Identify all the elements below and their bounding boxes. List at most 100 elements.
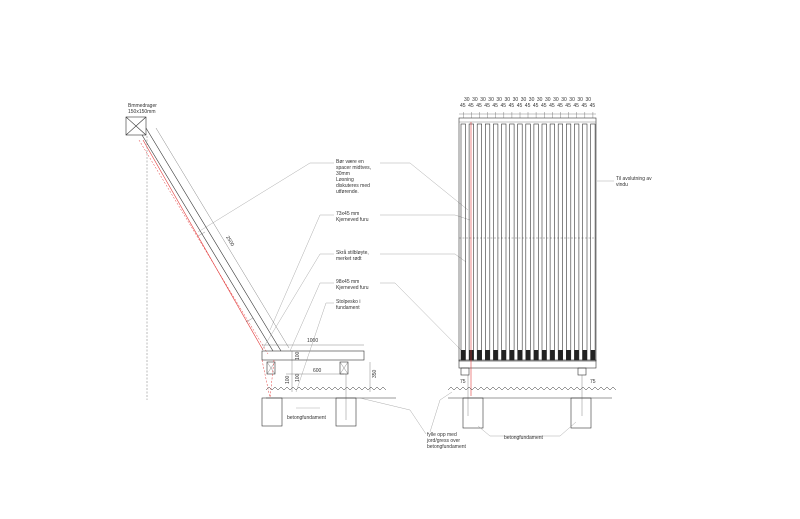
top-dim-30: 30 <box>529 97 535 103</box>
top-dim-30: 30 <box>553 97 559 103</box>
note-socket-1: Stolpesko i <box>336 299 360 305</box>
inner-dim-text: 600 <box>313 368 322 374</box>
top-dim-45: 45 <box>492 103 498 109</box>
front-slat-foot <box>501 350 506 360</box>
top-dim-45: 45 <box>557 103 563 109</box>
front-slat <box>484 123 491 361</box>
front-foundation-right <box>570 397 592 429</box>
foundation-label-side: betongfundament <box>287 415 327 421</box>
front-slat-foot <box>525 350 531 360</box>
top-dim-30: 30 <box>496 97 502 103</box>
top-dim-45: 45 <box>573 103 579 109</box>
top-dim-30: 30 <box>513 97 519 103</box>
top-dim-30: 30 <box>464 97 470 103</box>
top-dim-45: 45 <box>484 103 490 109</box>
front-slat <box>582 123 588 361</box>
side-view: Bmmedrager 150x150mm 2500 1000 600 100 1… <box>125 103 396 427</box>
base-beam <box>261 350 365 361</box>
top-dim-30: 30 <box>505 97 511 103</box>
front-right-note-2: vindu <box>616 182 628 188</box>
leader-socket-left <box>295 302 334 393</box>
front-slat-foot <box>533 350 539 360</box>
top-dim-45: 45 <box>468 103 474 109</box>
top-dim-30: 30 <box>480 97 486 103</box>
top-dim-45: 45 <box>501 103 507 109</box>
front-slat-foot <box>493 350 498 360</box>
beam-box <box>125 116 147 136</box>
front-foundation-left <box>462 397 484 429</box>
front-slat-foot <box>517 350 523 360</box>
front-left-dim: 75 <box>460 379 466 385</box>
top-dim-30: 30 <box>561 97 567 103</box>
front-right-dim: 75 <box>590 379 596 385</box>
top-dim-45: 45 <box>517 103 523 109</box>
front-slat-foot <box>590 350 596 360</box>
note-soil-1: fylle opp med <box>427 432 457 438</box>
front-right-note-1: Til avslutning av <box>616 176 652 182</box>
front-slat-foot <box>566 350 571 360</box>
front-slat <box>574 123 580 361</box>
front-slat <box>509 123 515 361</box>
note-spacer-2: spacer midtves, <box>336 165 371 171</box>
note-soil-2: jord/gress over <box>426 438 460 444</box>
front-slat <box>541 123 547 361</box>
note-board-1: 73x45 mm <box>336 211 359 217</box>
beam-box-cross-2 <box>125 116 147 136</box>
leader-joint-left <box>261 253 334 351</box>
front-slats <box>460 123 596 361</box>
front-slat <box>525 123 531 361</box>
leader-foundation-front <box>477 421 577 437</box>
depth-dim-text: 350 <box>372 369 378 378</box>
front-slat <box>517 123 523 361</box>
note-joint-1: Skrå stilbløyte, <box>336 249 369 256</box>
front-frame <box>458 117 597 362</box>
front-slat <box>476 123 483 361</box>
diagonal-tick-1 <box>197 231 206 237</box>
diagonal-dim-line <box>155 127 290 349</box>
front-slat <box>533 123 539 361</box>
note-beam-1: 98x45 mm <box>336 279 359 285</box>
top-dim-45: 45 <box>476 103 482 109</box>
front-slat-foot <box>485 350 490 360</box>
leader-soil-right <box>429 391 453 433</box>
note-spacer-6: utførende. <box>336 189 359 195</box>
top-dim-30: 30 <box>545 97 551 103</box>
front-slat <box>501 123 507 361</box>
diagonal-tick-2 <box>245 317 254 323</box>
note-board-2: Kjerneved furu <box>336 217 369 223</box>
front-post-left <box>460 367 470 376</box>
post-left <box>266 361 276 375</box>
top-dim-45: 45 <box>590 103 596 109</box>
inclined-board-inner <box>141 134 274 352</box>
front-slat-foot <box>542 350 547 360</box>
leader-board-right <box>380 214 471 221</box>
note-socket-2: fundament <box>336 305 360 311</box>
front-slat-foot <box>469 350 474 360</box>
note-spacer-3: 30mm <box>336 171 350 177</box>
leader-spacer-left <box>197 162 334 233</box>
top-dim-45: 45 <box>541 103 547 109</box>
leader-beam-left <box>289 282 334 352</box>
top-dim-30: 30 <box>569 97 575 103</box>
leader-soil-left <box>359 397 427 435</box>
front-slat-foot <box>477 350 482 360</box>
top-dim-30: 30 <box>537 97 543 103</box>
base-dim-text: 1000 <box>307 338 318 344</box>
front-slat-foot <box>574 350 579 360</box>
front-slat <box>549 123 555 361</box>
front-slat-foot <box>582 350 587 360</box>
front-slat <box>565 123 572 361</box>
top-dim-30: 30 <box>521 97 527 103</box>
red-dash-joint-1 <box>261 359 271 399</box>
beam-label-line2: 150x150mm <box>128 109 156 115</box>
note-spacer-5: diskuteres med <box>336 183 370 189</box>
leader-beam-right <box>380 282 463 352</box>
front-post-right <box>577 367 587 376</box>
leader-board-left <box>269 214 334 331</box>
front-slat-foot <box>550 350 555 360</box>
front-slat <box>493 123 499 361</box>
top-dim-30: 30 <box>472 97 478 103</box>
